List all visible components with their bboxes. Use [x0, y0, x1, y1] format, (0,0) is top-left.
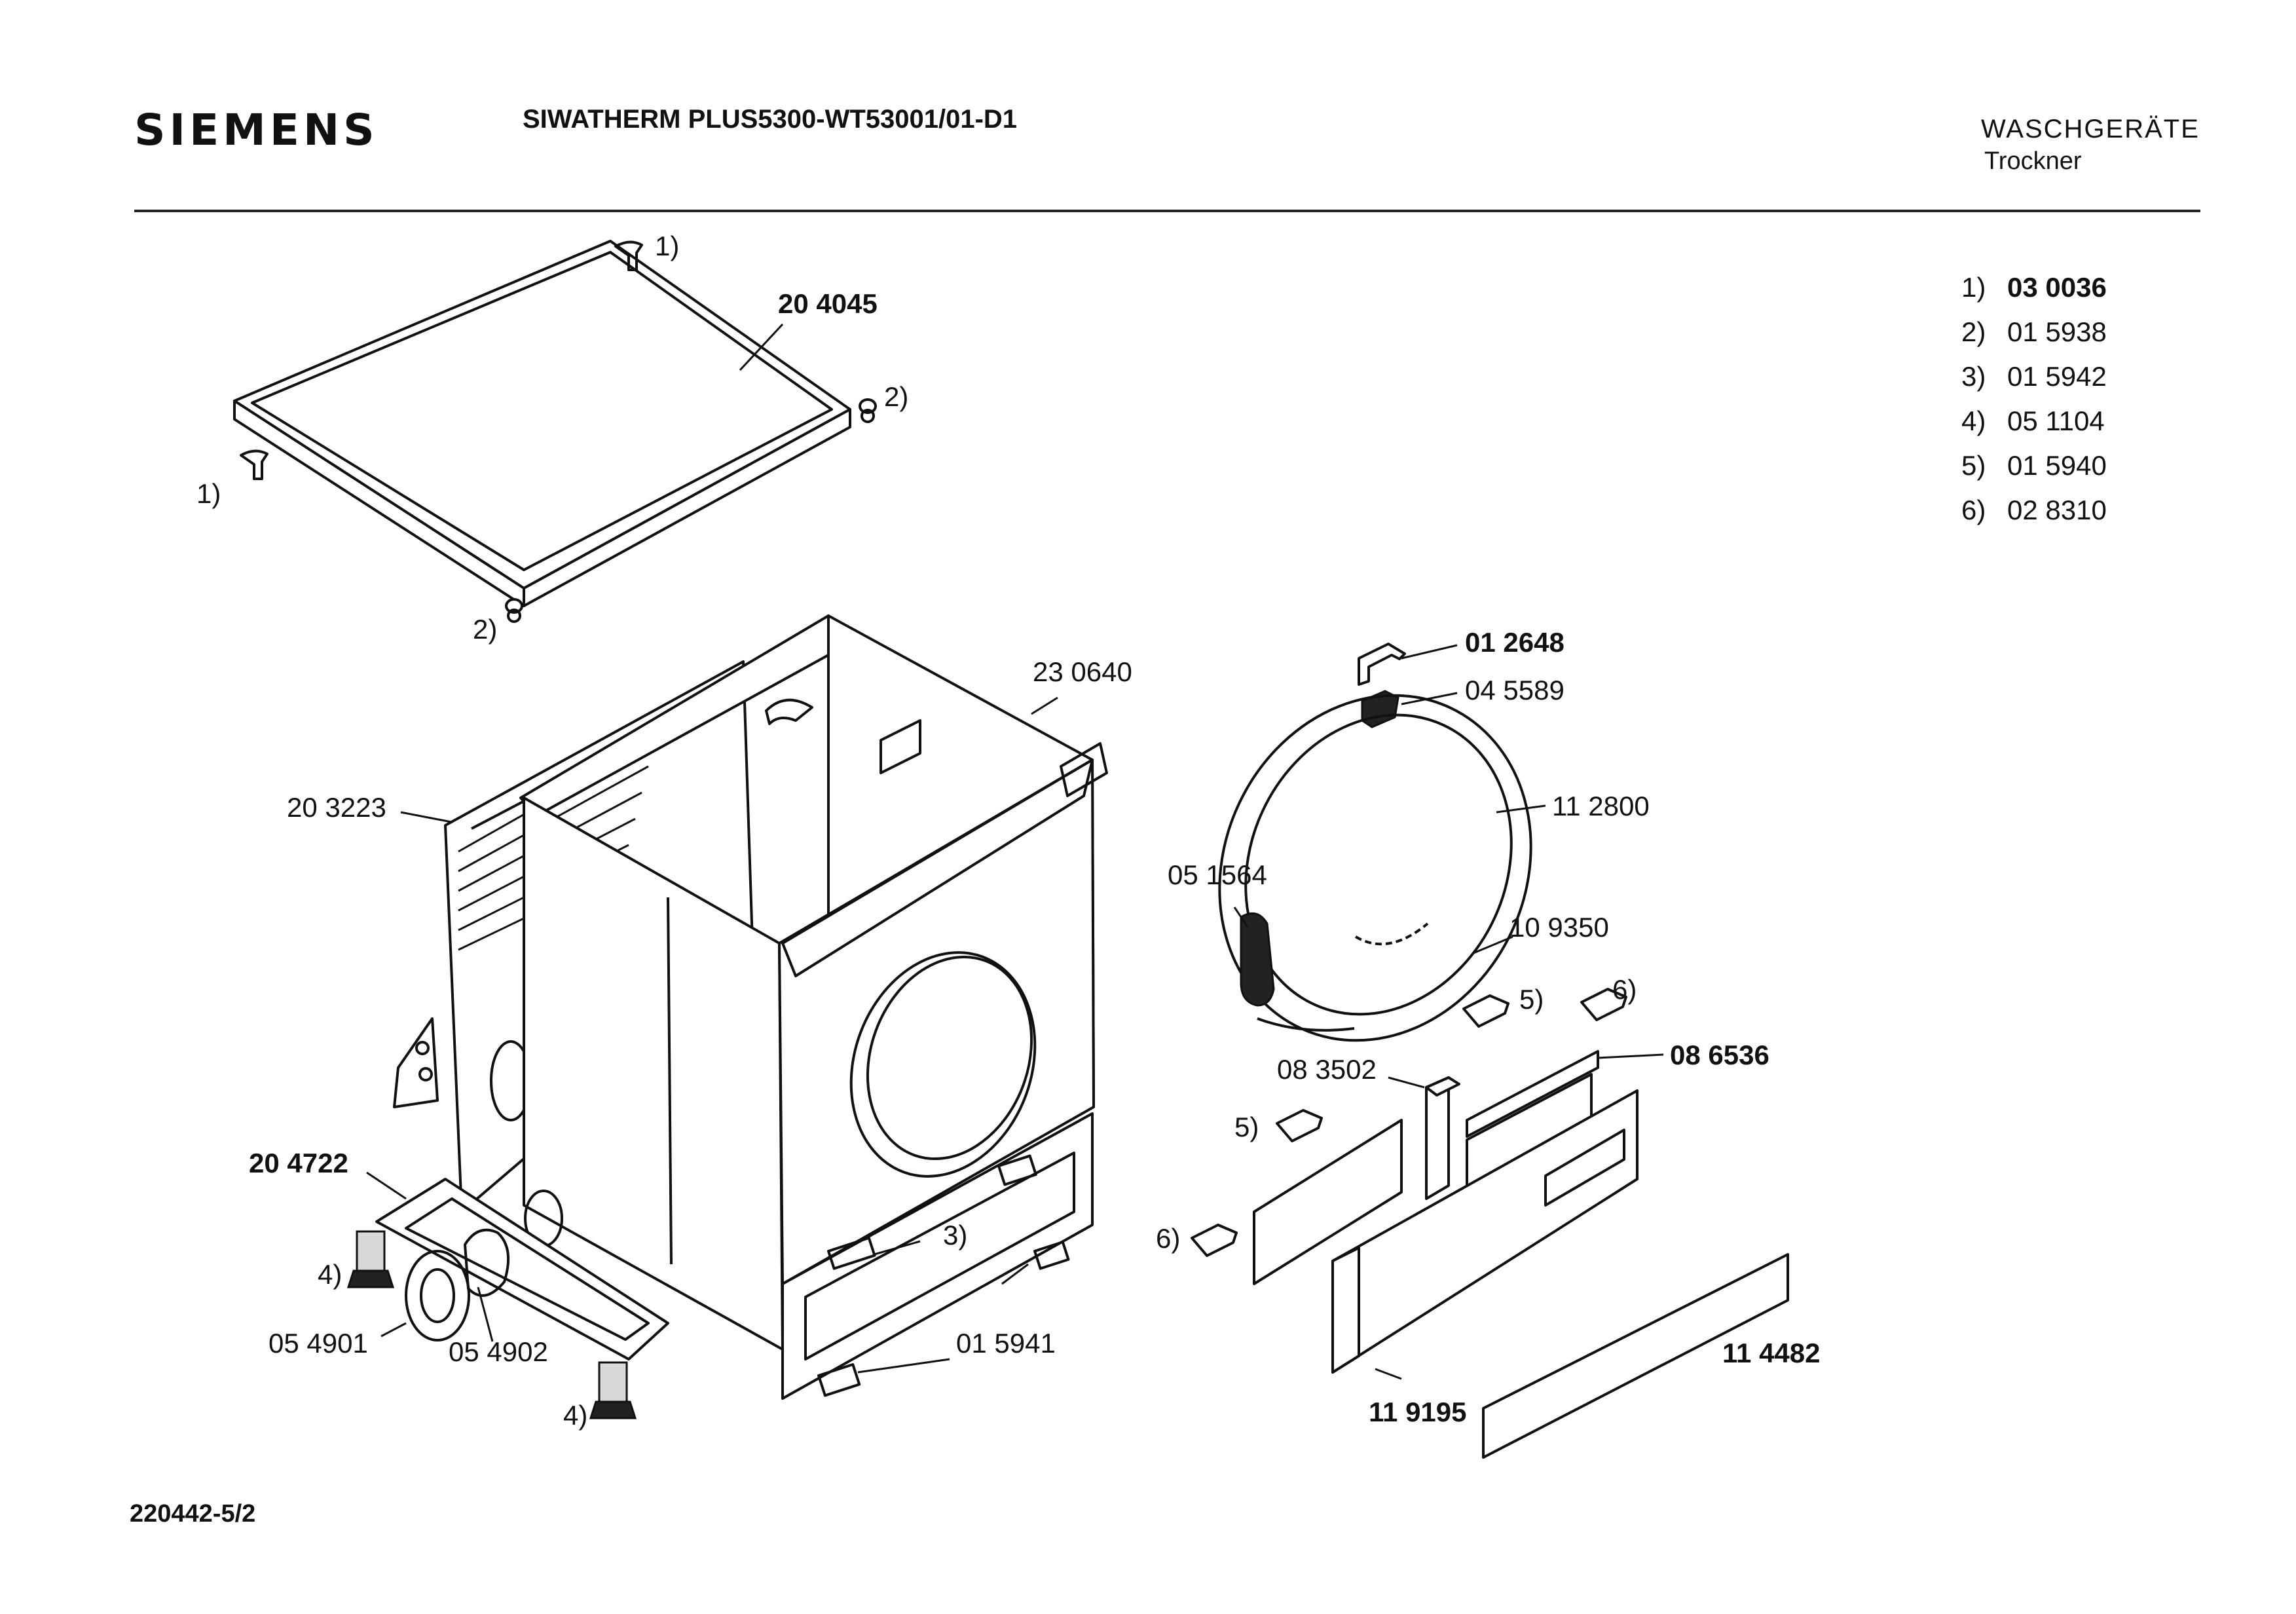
callout-6: 6): [1156, 1223, 1180, 1254]
label-block: 04 5589: [1465, 675, 1565, 705]
legend-value: 01 5940: [2007, 450, 2107, 481]
callout-5: 5): [1234, 1112, 1259, 1142]
document-number: 220442-5/2: [130, 1500, 256, 1528]
label-rail: 08 6536: [1670, 1040, 1769, 1070]
base-plate: [375, 1178, 669, 1361]
label-hinge: 05 1564: [1168, 859, 1267, 890]
header-divider: [134, 210, 2200, 212]
callout-1: 1): [655, 231, 679, 261]
callout-4: 4): [563, 1400, 587, 1431]
label-bracket-bottom: 01 5941: [956, 1328, 1056, 1359]
bracket-icon: [765, 698, 813, 725]
foot-icon: [346, 1230, 637, 1419]
part-legend: 1)03 0036 2)01 5938 3)01 5942 4)05 1104 …: [1961, 265, 2107, 533]
legend-value: 05 1104: [2007, 405, 2105, 436]
label-top-cover: 20 4045: [778, 288, 878, 319]
label-door-ring: 11 2800: [1552, 791, 1650, 821]
clip-icon: [1358, 643, 1406, 686]
callout-6: 6): [1612, 974, 1637, 1005]
bracket-icon: [240, 240, 643, 480]
legend-row-5: 5) 01 5940: [1961, 443, 2107, 488]
stopper-icon: [505, 398, 877, 623]
label-strut: 08 3502: [1277, 1054, 1377, 1085]
label-front-panel: 11 9195: [1369, 1397, 1467, 1427]
bracket-small-icon: [817, 1154, 1070, 1397]
callout-2: 2): [473, 614, 497, 645]
callout-5: 5): [1519, 984, 1544, 1015]
model-title: SIWATHERM PLUS5300-WT53001/01-D1: [523, 105, 1018, 134]
callout-4: 4): [318, 1259, 342, 1290]
legend-value: 01 5942: [2007, 361, 2107, 392]
legend-value: 02 8310: [2007, 495, 2107, 525]
strut: [1425, 1076, 1460, 1200]
label-clip: 01 2648: [1465, 627, 1565, 658]
label-seal: 10 9350: [1509, 912, 1609, 943]
housing-frame: [393, 614, 1108, 1400]
legend-key: 4): [1961, 405, 1986, 436]
legend-key: 6): [1961, 495, 1986, 525]
label-frame: 23 0640: [1033, 656, 1132, 687]
label-base: 20 4722: [249, 1148, 348, 1178]
leader-lines: [366, 323, 1664, 1380]
legend-key: 5): [1961, 450, 1986, 481]
brand-logo: SIEMENS: [134, 105, 379, 155]
callout-3: 3): [943, 1220, 967, 1250]
legend-value: 01 5938: [2007, 316, 2107, 347]
legend-row-1: 1) 03 0036: [1961, 265, 2107, 310]
category-label: WASCHGERÄTE: [1981, 115, 2200, 143]
plinth-strip: [1482, 1253, 1789, 1459]
foot-ring-icon: [405, 1250, 470, 1342]
legend-key: 1): [1961, 272, 1986, 303]
subcategory-label: Trockner: [1984, 147, 2082, 175]
front-panel: [1331, 1089, 1639, 1374]
latch-icon: [1191, 988, 1627, 1257]
legend-row-3: 3) 01 5942: [1961, 354, 2107, 399]
legend-row-6: 6) 02 8310: [1961, 488, 2107, 533]
top-cover: [233, 240, 851, 607]
legend-value: 03 0036: [2007, 272, 2107, 303]
callout-1: 1): [196, 478, 221, 509]
legend-key: 3): [1961, 361, 1986, 392]
callout-2: 2): [884, 381, 908, 412]
legend-row-2: 2) 01 5938: [1961, 310, 2107, 354]
hinge-icon: [1240, 912, 1275, 1007]
door-seal: [1257, 1017, 1355, 1032]
control-panel-glass: [1253, 1119, 1403, 1285]
legend-key: 2): [1961, 316, 1986, 347]
label-foot-ring: 05 4901: [268, 1328, 368, 1359]
label-cap: 05 4902: [449, 1336, 548, 1367]
cap-icon: [464, 1228, 510, 1297]
label-plinth: 11 4482: [1722, 1338, 1821, 1368]
legend-row-4: 4) 05 1104: [1961, 399, 2107, 443]
label-side-panel: 20 3223: [287, 792, 386, 823]
